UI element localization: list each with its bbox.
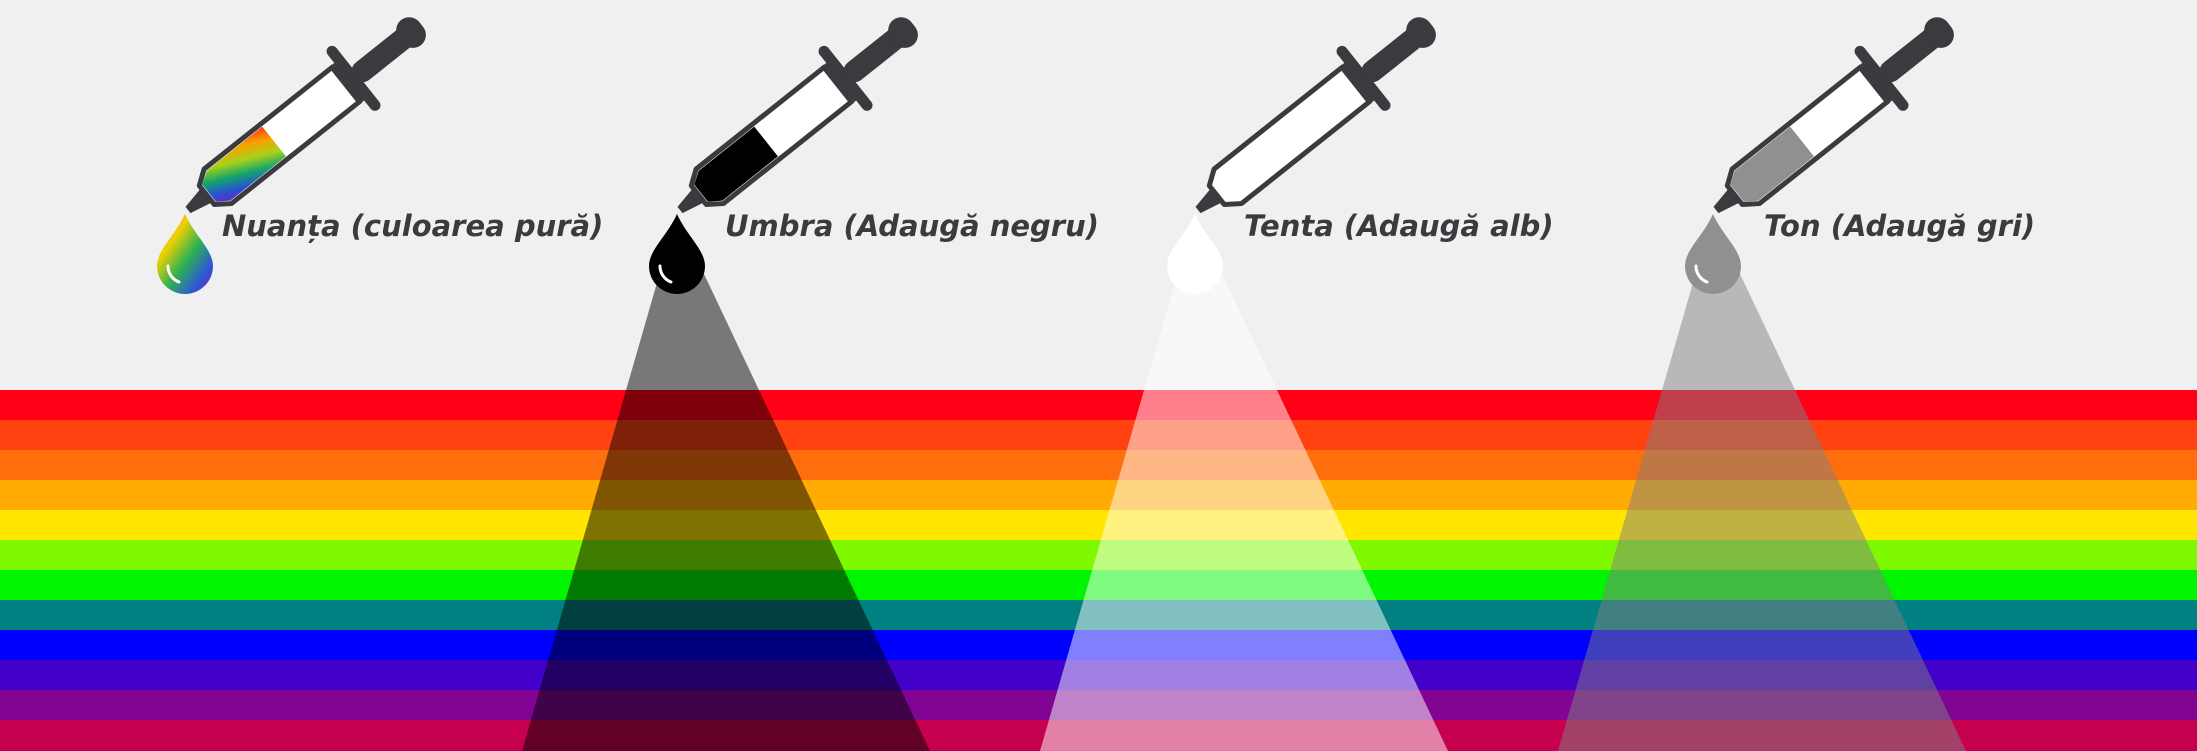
drop-icon (1685, 214, 1741, 294)
color-stripe (0, 420, 2197, 451)
color-stripe (0, 510, 2197, 541)
eyedropper-icon (1173, 0, 1456, 241)
color-stripe (0, 450, 2197, 481)
color-stripe (0, 390, 2197, 421)
label-hue: Nuanța (culoarea pură) (222, 209, 604, 243)
eyedropper-icon (1691, 0, 1974, 241)
tint-beam (1040, 255, 1448, 751)
overlay-beams (522, 255, 1966, 751)
label-shade: Umbra (Adaugă negru) (725, 209, 1099, 243)
drop-icon (649, 214, 705, 294)
label-tone: Ton (Adaugă gri) (1764, 209, 2036, 243)
drop-icon (1167, 214, 1223, 294)
drop-icon (157, 214, 213, 294)
color-stripe (0, 480, 2197, 511)
eyedropper-icon (655, 0, 938, 241)
shade-beam (522, 255, 930, 751)
eyedropper-icon (163, 0, 446, 241)
tone-beam (1558, 255, 1966, 751)
label-tint: Tenta (Adaugă alb) (1244, 209, 1554, 243)
